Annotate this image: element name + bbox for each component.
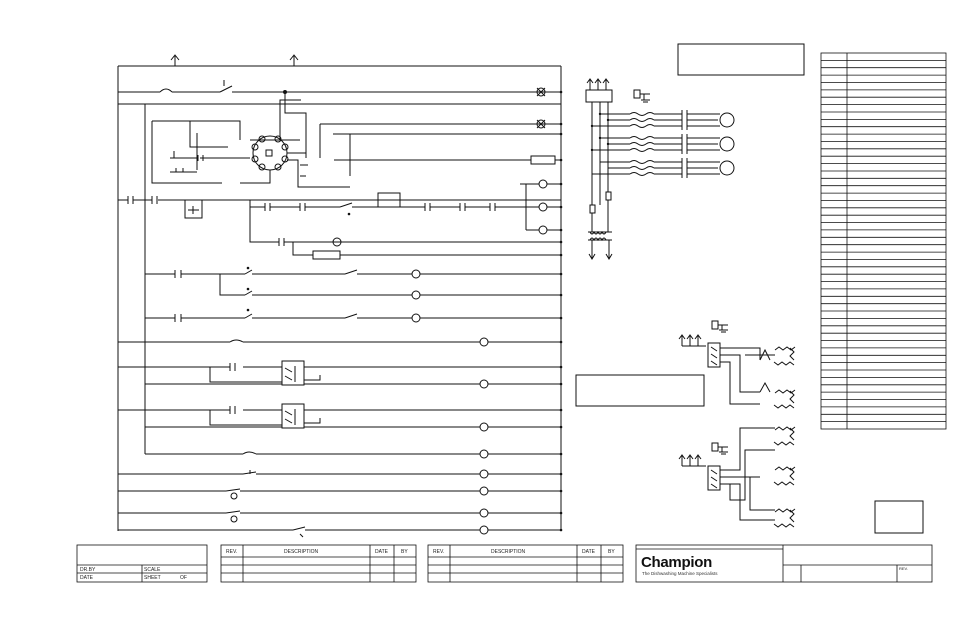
ladder-diagram — [117, 54, 563, 538]
float-switch — [184, 200, 203, 219]
indicator-lamp — [536, 87, 546, 97]
rotary-timer-switch — [251, 135, 289, 171]
note-box — [575, 374, 705, 407]
drby-label: DR.BY — [80, 567, 96, 573]
by-header: BY — [608, 549, 615, 555]
rev-header: REV. — [226, 549, 237, 555]
title-block: DR.BY SCALE DATE SHEET OF REV. DESCRIPTI… — [76, 544, 933, 583]
by-header: BY — [401, 549, 408, 555]
heater-bank — [678, 320, 796, 409]
description-header: DESCRIPTION — [284, 549, 319, 555]
company-logo: Champion — [641, 554, 712, 571]
rev-label: REV. — [899, 566, 908, 571]
sheet-label: SHEET — [144, 575, 161, 581]
date-label: DATE — [80, 575, 94, 581]
scale-label: SCALE — [144, 567, 161, 573]
wire-legend-table — [820, 52, 947, 430]
note-box — [874, 500, 924, 534]
note-box — [677, 43, 805, 76]
date-header: DATE — [582, 549, 596, 555]
description-header: DESCRIPTION — [491, 549, 526, 555]
of-label: OF — [180, 575, 187, 581]
motor-power-circuit — [585, 78, 735, 260]
legend-table-frame — [820, 52, 947, 430]
company-tagline: The Dishwashing Machine Specialists — [642, 571, 718, 576]
heater-bank — [678, 426, 796, 528]
rev-header: REV. — [433, 549, 444, 555]
date-header: DATE — [375, 549, 389, 555]
